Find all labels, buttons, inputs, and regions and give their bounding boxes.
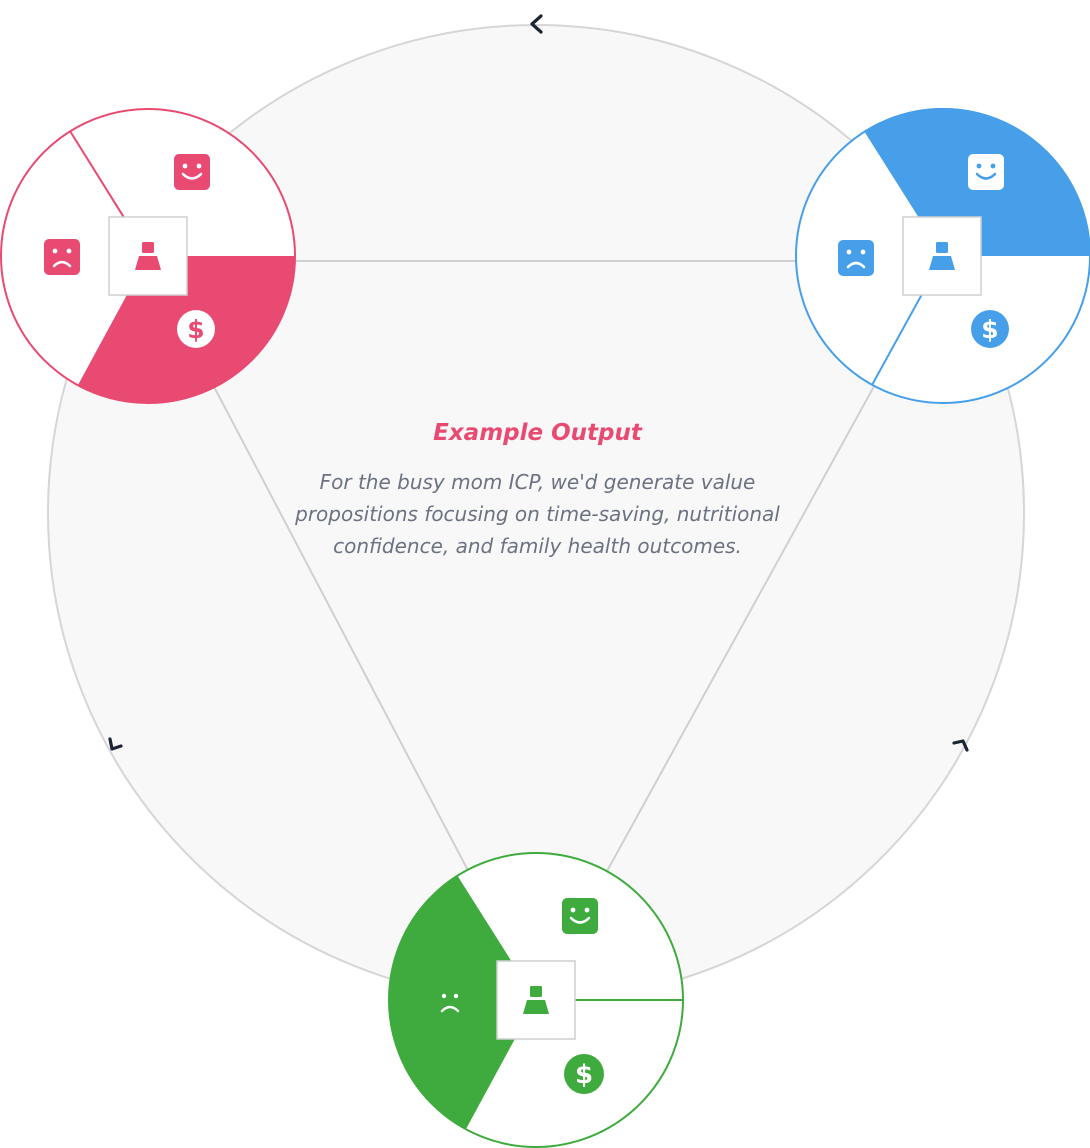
node-pink: $	[0, 108, 296, 404]
example-output-body: For the busy mom ICP, we'd generate valu…	[295, 470, 780, 558]
chevron-up-right-icon	[952, 739, 969, 752]
node-blue: $	[795, 108, 1090, 404]
happy-face-icon	[562, 898, 598, 934]
center-description: Example Output For the busy mom ICP, we'…	[285, 420, 790, 562]
node-green: $	[388, 852, 684, 1148]
person-icon	[902, 216, 982, 296]
chevron-down-left-icon	[108, 737, 123, 751]
happy-face-icon	[174, 154, 210, 190]
sad-face-icon	[440, 993, 460, 1013]
person-icon	[108, 216, 188, 296]
dollar-icon: $	[971, 310, 1009, 348]
svg-text:$: $	[575, 1060, 593, 1090]
sad-face-icon	[838, 240, 874, 276]
happy-face-icon	[968, 154, 1004, 190]
dollar-icon: $	[177, 310, 215, 348]
person-icon	[496, 960, 576, 1040]
svg-text:$: $	[187, 315, 204, 344]
example-output-title: Example Output	[433, 420, 642, 446]
sad-face-icon	[44, 239, 80, 275]
svg-text:$: $	[981, 315, 998, 344]
dollar-icon: $	[564, 1054, 604, 1094]
chevron-left-icon	[530, 14, 543, 34]
segment-sad-highlight	[388, 875, 536, 1129]
